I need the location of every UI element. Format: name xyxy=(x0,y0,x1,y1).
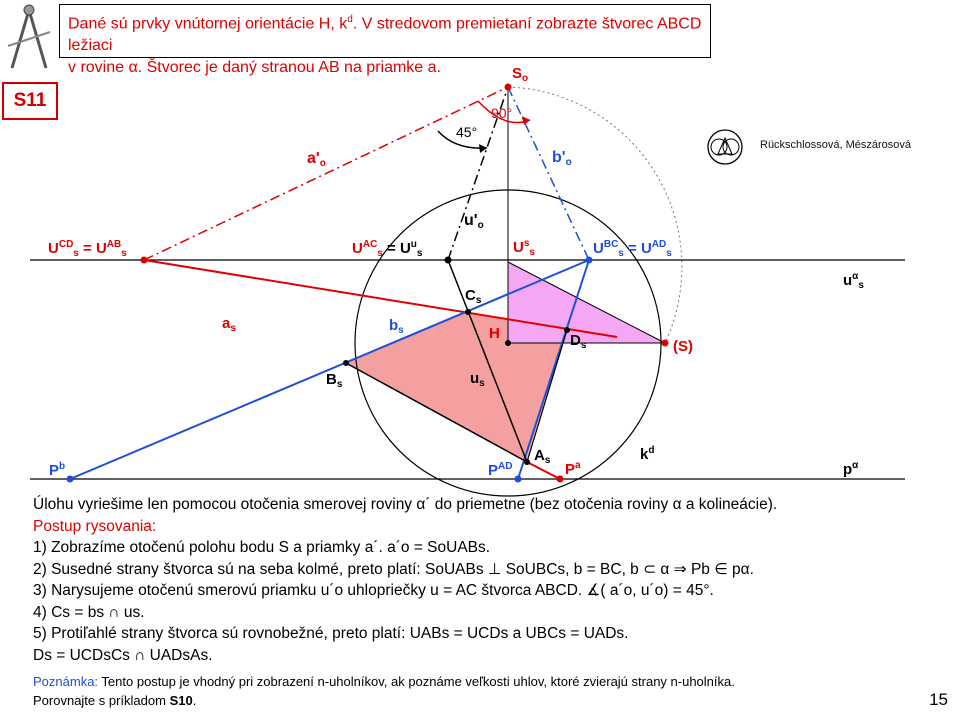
angle-90-arrow xyxy=(522,116,530,125)
edge-AD xyxy=(526,329,568,463)
label-Us: Uss xyxy=(513,238,535,258)
label-PAD: PAD xyxy=(488,461,513,479)
step-4: 4) Cs = bs ∩ us. xyxy=(33,603,145,621)
rotation-arc xyxy=(507,86,683,344)
line-b-s xyxy=(69,259,590,480)
label-H: H xyxy=(489,325,500,342)
point-Ds xyxy=(564,327,570,333)
point-H xyxy=(505,340,511,346)
label-UAC-Uu: UACs = Uus xyxy=(352,239,423,259)
label-Cs: Cs xyxy=(465,287,482,307)
point-S xyxy=(661,339,669,347)
point-Pa xyxy=(556,475,564,483)
label-S: (S) xyxy=(673,338,693,355)
point-So xyxy=(504,83,512,91)
line-a-to-Pa xyxy=(526,461,561,480)
label-us: us xyxy=(470,370,485,390)
note-ref: S10 xyxy=(169,693,193,708)
task-line1: Dané sú prvky vnútornej orientácie H, k xyxy=(68,15,348,33)
note-label: Poznámka: xyxy=(33,674,99,689)
point-UCD xyxy=(140,256,148,264)
label-UCD-UAB: UCDs = UABs xyxy=(48,239,127,259)
task-line2: v rovine α. Štvorec je daný stranou AB n… xyxy=(68,59,441,77)
label-Bs: Bs xyxy=(326,371,343,391)
label-as: as xyxy=(222,315,236,335)
point-As xyxy=(524,459,530,465)
edge-AB xyxy=(345,362,528,463)
angle-45-arrow xyxy=(479,144,487,153)
label-palpha: pα xyxy=(843,460,859,478)
step-5: 5) Protiľahlé strany štvorca sú rovnobež… xyxy=(33,625,629,642)
label-Pb: Pb xyxy=(49,461,66,479)
point-Pb xyxy=(66,475,74,483)
label-ualpha: uαs xyxy=(843,271,864,291)
label-b-o: b'o xyxy=(552,149,572,169)
label-As: As xyxy=(534,447,551,467)
procedure-heading: Postup rysovania: xyxy=(33,517,157,535)
note-end: . xyxy=(192,693,197,708)
procedure-text: Úlohu vyriešime len pomocou otočenia sme… xyxy=(33,494,953,666)
label-angle90: 90° xyxy=(491,105,513,121)
authors-logo-icon xyxy=(707,129,743,165)
point-Bs xyxy=(343,360,349,366)
point-PAD xyxy=(514,475,522,483)
note-body: Tento postup je vhodný pri zobrazení n-u… xyxy=(98,674,735,689)
step-1: 1) Zobrazíme otočenú polohu bodu S a pri… xyxy=(33,539,491,556)
label-bs: bs xyxy=(389,317,404,337)
label-Ds: Ds xyxy=(570,332,587,352)
exercise-code: S11 xyxy=(2,82,58,120)
compass-logo xyxy=(7,4,51,69)
point-UBC xyxy=(585,256,593,264)
label-a-o: a'o xyxy=(307,150,326,170)
label-So: So xyxy=(512,65,529,85)
point-Cs xyxy=(465,309,471,315)
line-b-o xyxy=(507,86,590,261)
label-angle45: 45° xyxy=(456,124,478,140)
line-AD xyxy=(517,259,590,480)
line-a-o xyxy=(143,86,509,261)
task-line1-rest: . V stredovom premietaní zobrazte štvore… xyxy=(68,15,702,55)
step-3: 3) Narysujeme otočenú smerovú priamku u´… xyxy=(33,582,714,599)
step-6: Ds = UCDsCs ∩ UADsAs. xyxy=(33,646,213,664)
note-line2: Porovnajte s príkladom xyxy=(33,693,170,708)
point-UAC xyxy=(444,256,452,264)
line-a-s xyxy=(143,259,618,338)
label-kd: kd xyxy=(640,445,655,463)
note-text: Poznámka: Tento postup je vhodný pri zob… xyxy=(33,672,735,710)
step-2: 2) Susedné strany štvorca sú na seba kol… xyxy=(33,560,754,578)
task-statement: Dané sú prvky vnútornej orientácie H, kd… xyxy=(59,4,711,76)
label-UBC-UAD: UBCs = UADs xyxy=(593,239,672,259)
label-u-o: u'o xyxy=(464,212,484,232)
label-Pa: Pa xyxy=(565,460,581,478)
line-u-s xyxy=(447,259,528,463)
intro-text: Úlohu vyriešime len pomocou otočenia sme… xyxy=(33,496,778,513)
authors-text: Rückschlossová, Mészárosová xyxy=(760,139,912,151)
task-line1-sup: d xyxy=(347,14,353,25)
page-number: 15 xyxy=(929,690,948,709)
